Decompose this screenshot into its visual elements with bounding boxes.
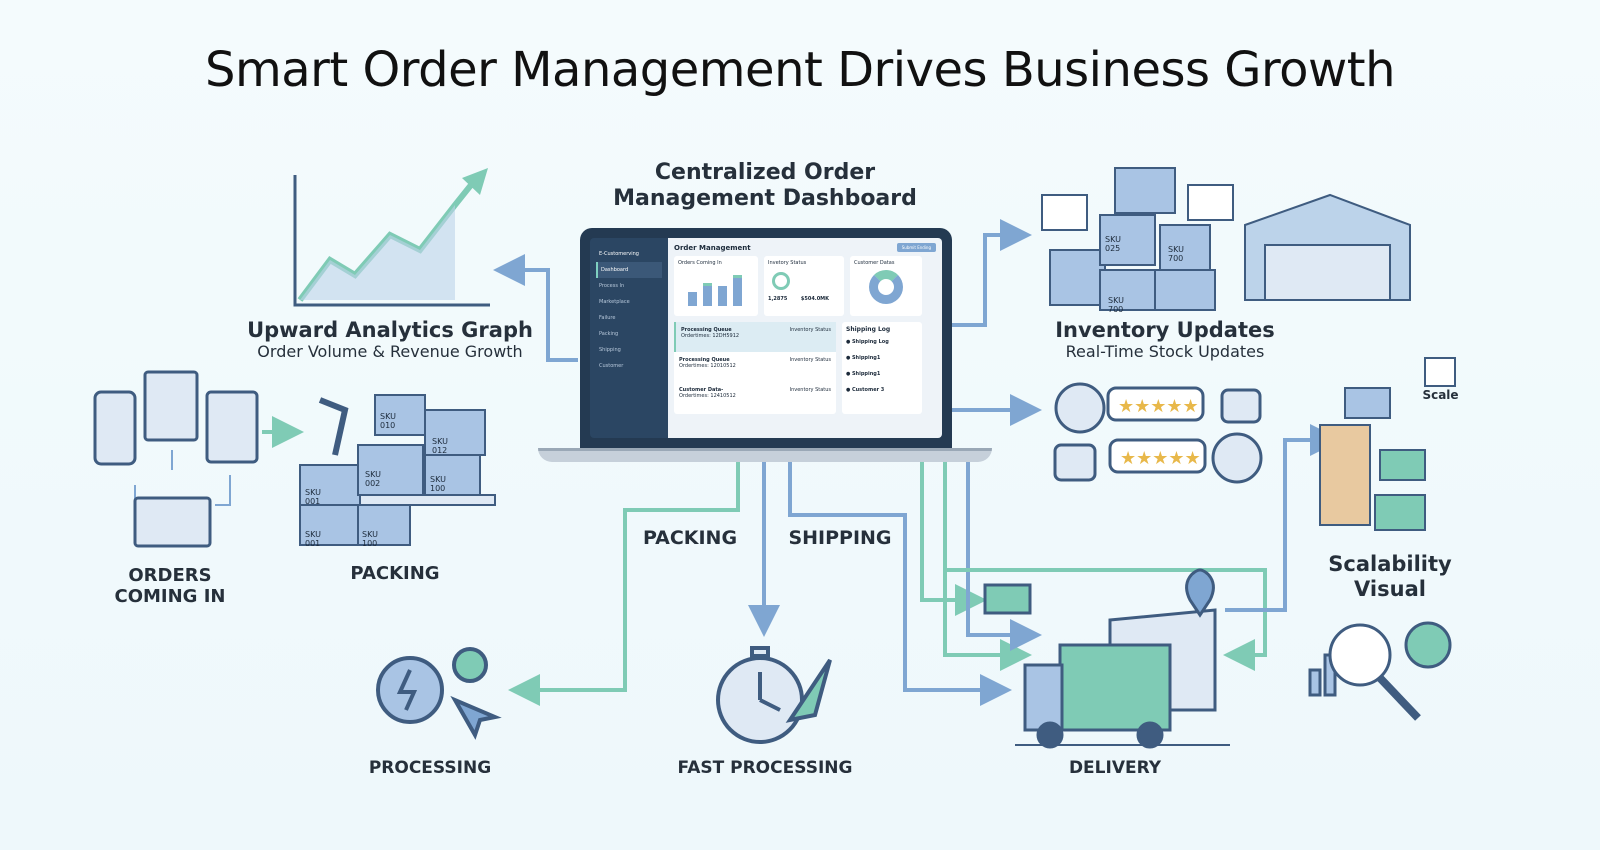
sidebar-item[interactable]: Failure bbox=[599, 315, 616, 321]
revenue-value: $504.0MK bbox=[800, 296, 830, 302]
shipping-flow-label: SHIPPING bbox=[788, 527, 892, 549]
svg-text:★★★★★: ★★★★★ bbox=[1120, 448, 1201, 469]
sku-label: SKU 700 bbox=[1108, 296, 1124, 314]
page-title: Smart Order Management Drives Business G… bbox=[205, 42, 1395, 98]
scalability-label: Scalability Visual bbox=[1328, 552, 1452, 601]
sidebar-item[interactable]: Process In bbox=[599, 283, 625, 289]
shipping-log: Shipping Log ● Shipping Log ● Shipping1 … bbox=[842, 322, 922, 414]
svg-text:★★★★★: ★★★★★ bbox=[1118, 396, 1199, 417]
customer-reviews-icon: ★★★★★ ★★★★★ bbox=[1053, 382, 1263, 484]
fast-processing-label: FAST PROCESSING bbox=[677, 758, 853, 778]
sidebar-item[interactable]: Marketplace bbox=[599, 299, 630, 305]
devices-icon bbox=[93, 370, 259, 548]
dashboard-sidebar: E-Customerving Dashboard Process In Mark… bbox=[590, 238, 668, 438]
orders-label: ORDERS COMING IN bbox=[114, 565, 226, 607]
sku-label: SKU 700 bbox=[1168, 245, 1184, 263]
analytics-subtitle: Order Volume & Revenue Growth bbox=[257, 342, 523, 361]
sidebar-item[interactable]: Customer bbox=[599, 363, 624, 369]
analytics-magnifier-icon bbox=[1308, 621, 1452, 721]
scale-label: Scale bbox=[1422, 388, 1459, 402]
analytics-graph-icon bbox=[293, 168, 490, 307]
sku-label: SKU 100 bbox=[430, 475, 446, 493]
processing-label: PROCESSING bbox=[368, 758, 492, 778]
dashboard-heading: Centralized Order bbox=[654, 160, 876, 185]
inventory-title: Inventory Updates bbox=[1055, 318, 1275, 342]
scalability-trucks-icon bbox=[1319, 357, 1456, 531]
customer-card: Customer Datas bbox=[850, 256, 922, 316]
delivery-truck-map-icon bbox=[983, 568, 1230, 749]
packing-label: PACKING bbox=[350, 563, 440, 584]
dashboard-heading-2: Management Dashboard bbox=[613, 186, 917, 211]
sku-label: SKU 010 bbox=[380, 412, 396, 430]
dashboard-page-title: Order Management bbox=[674, 244, 751, 252]
processing-gears-icon bbox=[376, 647, 502, 740]
packing-flow-label: PACKING bbox=[642, 527, 738, 549]
sidebar-item[interactable]: Packing bbox=[599, 331, 619, 337]
sidebar-item[interactable]: Shipping bbox=[599, 347, 621, 353]
sidebar-item[interactable]: Dashboard bbox=[596, 262, 662, 278]
delivery-label: DELIVERY bbox=[1068, 758, 1162, 778]
inventory-boxes-icon bbox=[1041, 167, 1411, 311]
order-count: 1,2875 bbox=[768, 296, 788, 302]
sku-label: SKU 002 bbox=[365, 470, 381, 488]
action-button[interactable]: Submit Ending bbox=[896, 243, 936, 252]
orders-card: Orders Coming In bbox=[674, 256, 758, 316]
laptop-dashboard: E-Customerving Dashboard Process In Mark… bbox=[580, 228, 952, 448]
sku-label: SKU 012 bbox=[432, 437, 448, 455]
sku-label: SKU 100 bbox=[362, 530, 378, 548]
inventory-subtitle: Real-Time Stock Updates bbox=[1065, 342, 1265, 361]
inventory-card: Invetory Status 1,2875 $504.0MK bbox=[764, 256, 844, 316]
sku-label: SKU 001 bbox=[305, 530, 321, 548]
packing-boxes-icon bbox=[299, 394, 496, 546]
sku-label: SKU 001 bbox=[305, 488, 321, 506]
stopwatch-rocket-icon bbox=[716, 646, 832, 744]
card-title: Orders Coming In bbox=[678, 260, 722, 266]
app-name: E-Customerving bbox=[599, 251, 639, 257]
laptop-base bbox=[538, 448, 992, 462]
analytics-title: Upward Analytics Graph bbox=[247, 318, 533, 342]
sku-label: SKU 025 bbox=[1105, 235, 1121, 253]
card-title: Invetory Status bbox=[768, 260, 807, 266]
card-title: Customer Datas bbox=[854, 260, 895, 266]
